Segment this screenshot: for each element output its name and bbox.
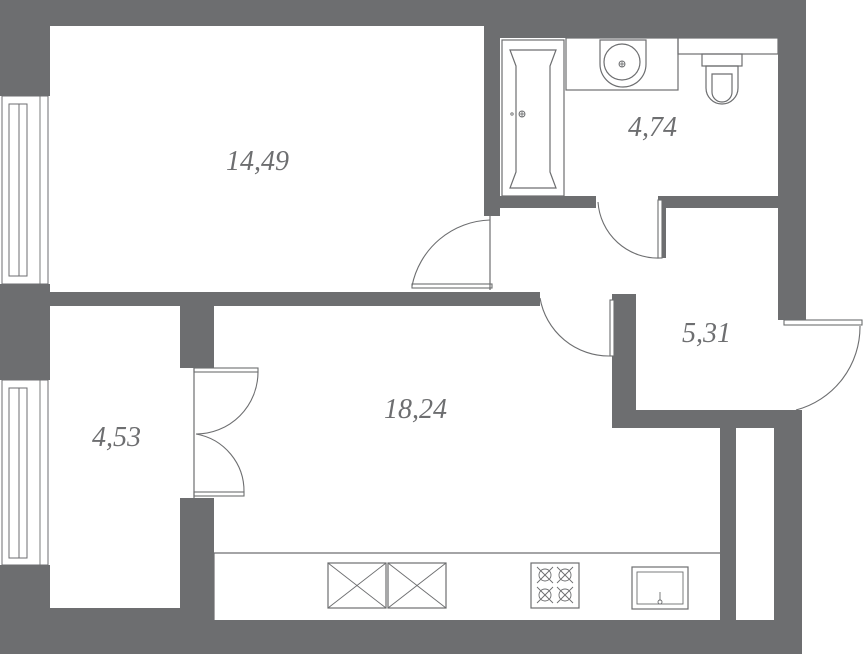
toilet	[701, 53, 743, 105]
wall-left-upper	[0, 0, 50, 96]
area-label-hallway: 5,31	[682, 318, 731, 349]
door-entrance	[783, 319, 863, 411]
washbasin	[565, 37, 679, 91]
room-interiors	[50, 26, 778, 620]
kitchen-counter	[213, 552, 720, 620]
stove	[530, 562, 580, 609]
kitchen-cabinet-2	[387, 562, 447, 609]
wall-top	[0, 0, 498, 26]
area-label-bathroom: 4,74	[628, 112, 677, 143]
kitchen-sink	[631, 566, 689, 610]
door-kitchen	[539, 297, 615, 357]
door-living	[411, 216, 493, 290]
window-living	[1, 95, 49, 285]
walls-overlay	[0, 26, 806, 654]
area-label-living-room: 14,49	[226, 146, 289, 177]
door-balcony	[193, 367, 259, 498]
window-balcony	[1, 379, 49, 566]
area-label-kitchen-living: 18,24	[384, 394, 447, 425]
kitchen-cabinet-1	[327, 562, 387, 609]
area-label-balcony: 4,53	[92, 422, 141, 453]
door-bathroom	[597, 199, 663, 259]
bathtub	[501, 39, 565, 197]
